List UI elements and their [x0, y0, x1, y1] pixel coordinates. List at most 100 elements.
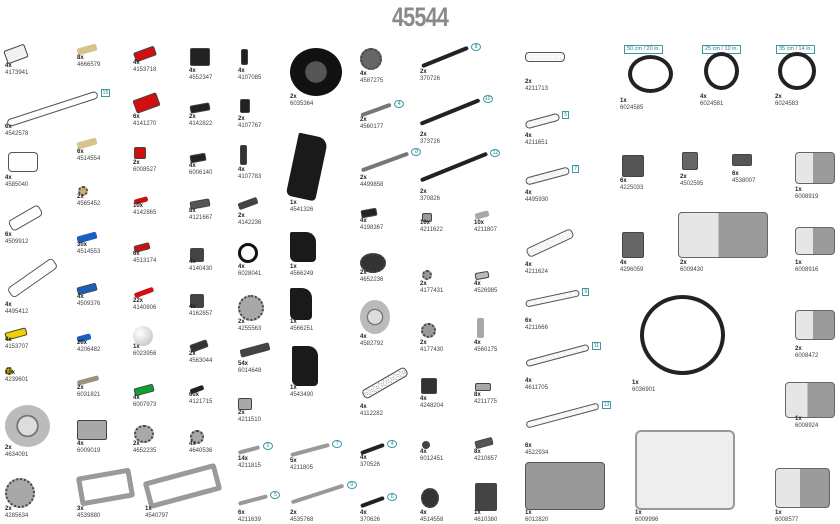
- part-number: 4177430: [420, 347, 444, 353]
- part-block-image: [190, 248, 204, 262]
- length-badge: 7: [572, 165, 579, 174]
- part-number: 4538007: [732, 178, 756, 184]
- part-block-image: [132, 92, 161, 114]
- part-quantity: 4x: [360, 218, 367, 224]
- part-number: 4141270: [133, 121, 157, 127]
- part-number: 6008916: [795, 267, 819, 273]
- part-number: 4211510: [238, 417, 261, 423]
- part-number: 370726: [420, 76, 441, 82]
- part-number: 4107783: [238, 174, 262, 180]
- part-number: 4211622: [420, 227, 443, 233]
- part-quantity: 2x: [795, 346, 802, 352]
- part-axle-image: [360, 495, 385, 509]
- length-badge: 8: [471, 42, 482, 51]
- part-quantity: 4x: [5, 175, 12, 181]
- part-quantity: 2x: [77, 194, 84, 200]
- part-number: 4514553: [77, 249, 101, 255]
- part-beam-image: [7, 204, 44, 232]
- part-device-image: [795, 227, 835, 255]
- part-quantity: 2x: [5, 445, 12, 451]
- part-quantity: 2x: [420, 69, 427, 75]
- part-number: 373726: [420, 139, 441, 145]
- part-number: 4153718: [133, 67, 157, 73]
- part-number: 4539880: [77, 513, 101, 519]
- part-quantity: 6x: [620, 178, 627, 184]
- part-quantity: 8x: [474, 392, 481, 398]
- length-badge: 15: [100, 89, 111, 98]
- part-beam-image: [525, 52, 565, 62]
- part-ring-image: [238, 243, 258, 263]
- part-quantity: 8x: [474, 449, 481, 455]
- part-cable-image: [778, 52, 816, 90]
- part-block-image: [421, 378, 437, 394]
- length-badge: 9: [582, 287, 590, 296]
- part-number: 4542578: [5, 131, 29, 137]
- part-number: 4121715: [189, 399, 213, 405]
- part-quantity: 6x: [732, 171, 739, 177]
- part-quantity: 2x: [360, 117, 367, 123]
- part-number: 4560175: [474, 347, 498, 353]
- part-number: 4513174: [133, 258, 157, 264]
- part-quantity: 4x: [620, 260, 627, 266]
- part-axle-image: [419, 98, 481, 126]
- part-block-image: [237, 196, 259, 211]
- part-quantity: 2x: [189, 351, 196, 357]
- part-number: 4587275: [360, 78, 384, 84]
- part-gear-image: [421, 323, 436, 338]
- part-axle-image: [290, 483, 345, 505]
- part-quantity: 2x: [775, 94, 782, 100]
- part-beam-image: [525, 343, 590, 368]
- part-quantity: 2x: [133, 160, 140, 166]
- part-block-image: [3, 43, 29, 65]
- part-quantity: 4x: [5, 302, 12, 308]
- part-number: 370626: [360, 517, 381, 523]
- part-number: 4112282: [360, 411, 383, 417]
- part-quantity: 4x: [525, 262, 532, 268]
- part-device-image: [678, 212, 768, 258]
- part-quantity: 4x: [360, 334, 367, 340]
- part-number: 4541326: [290, 207, 314, 213]
- part-quantity: 6x: [5, 124, 12, 130]
- part-beam-image: [524, 289, 581, 308]
- part-quantity: 1x: [290, 385, 297, 391]
- part-axle-image: [76, 43, 98, 56]
- part-quantity: 1x: [290, 264, 297, 270]
- part-hub-image: [525, 462, 605, 510]
- part-beam-image: [6, 257, 59, 299]
- part-number: 6008924: [795, 423, 819, 429]
- part-quantity: 1x: [525, 510, 532, 516]
- part-beam-image: [525, 227, 575, 259]
- part-quantity: 4x: [420, 449, 427, 455]
- part-quantity: 4x: [133, 395, 140, 401]
- part-block-image: [189, 102, 211, 114]
- part-quantity: 2x: [420, 189, 427, 195]
- length-badge: 13: [601, 400, 612, 409]
- part-quantity: 4x: [525, 133, 532, 139]
- part-block-image: [422, 213, 432, 222]
- part-number: 4611705: [525, 385, 548, 391]
- part-number: 4211651: [525, 140, 548, 146]
- part-axle-image: [76, 137, 98, 150]
- part-number: 4211666: [525, 325, 548, 331]
- part-number: 4107767: [238, 123, 262, 129]
- part-number: 4211815: [238, 463, 261, 469]
- part-number: 4502595: [680, 181, 704, 187]
- part-number: 4540797: [145, 513, 169, 519]
- length-badge: 8: [411, 148, 422, 157]
- part-quantity: 3x: [77, 506, 84, 512]
- part-number: 4522934: [525, 450, 549, 456]
- length-badge: 4: [394, 99, 405, 108]
- part-number: 4499858: [360, 182, 384, 188]
- length-badge: 4: [387, 439, 398, 448]
- part-quantity: 2x: [238, 116, 245, 122]
- part-quantity: 4x: [77, 441, 84, 447]
- part-axle-image: [290, 442, 330, 458]
- part-gear-image: [78, 186, 88, 196]
- part-beam-image: [6, 90, 99, 128]
- part-quantity: 4x: [420, 396, 427, 402]
- part-number: 4206482: [77, 347, 101, 353]
- cable-length-label: 50 cm / 20 in.: [624, 45, 664, 54]
- part-panel-image: [285, 132, 329, 202]
- part-quantity: 10x: [5, 370, 16, 376]
- part-quantity: 2x: [290, 94, 297, 100]
